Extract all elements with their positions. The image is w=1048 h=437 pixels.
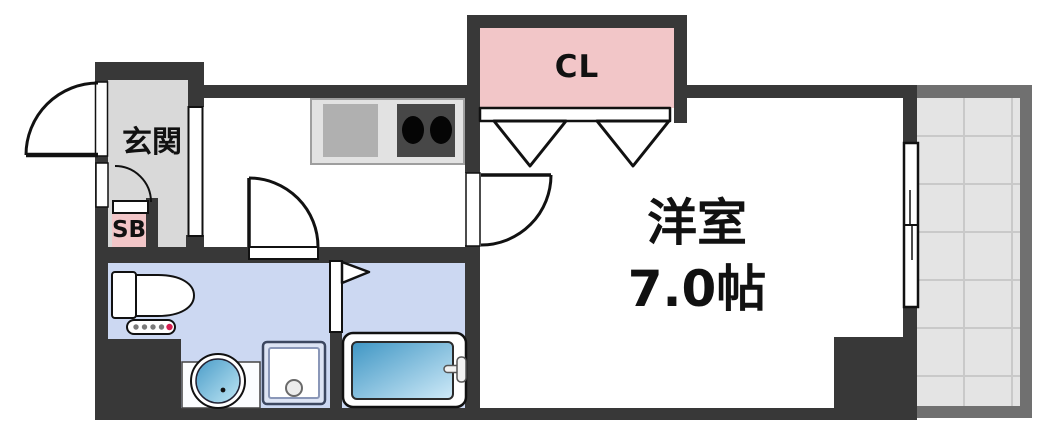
bathroom-floor bbox=[342, 258, 465, 408]
balcony-tiles bbox=[917, 98, 1020, 406]
wall-segment bbox=[903, 98, 917, 143]
wall-segment bbox=[95, 247, 480, 263]
wall-segment bbox=[903, 307, 917, 339]
room-name: 洋室 bbox=[646, 194, 747, 252]
balcony-wall-right bbox=[1020, 85, 1032, 418]
wall-segment bbox=[674, 15, 687, 123]
wall-segment bbox=[465, 85, 480, 173]
wall-segment bbox=[146, 198, 158, 247]
wall-segment bbox=[95, 339, 181, 420]
wall-segment bbox=[188, 85, 480, 98]
stove-burner-icon bbox=[430, 116, 452, 144]
stove-burner-icon bbox=[402, 116, 424, 144]
shoe-box-label: SB bbox=[111, 217, 147, 243]
closet-floor bbox=[480, 28, 674, 108]
wall-segment bbox=[95, 62, 204, 80]
room-size: 7.0帖 bbox=[627, 260, 767, 318]
balcony-wall-top bbox=[917, 85, 1032, 98]
shoe-box-floor bbox=[112, 214, 146, 247]
wall-segment bbox=[834, 337, 917, 420]
closet-label: CL bbox=[554, 49, 600, 85]
entrance-step bbox=[187, 106, 204, 237]
entrance-label: 玄関 bbox=[122, 125, 182, 160]
wall-segment bbox=[330, 332, 342, 408]
balcony-wall-bottom bbox=[917, 406, 1032, 418]
balcony-sliding-window bbox=[902, 141, 920, 309]
wall-segment bbox=[465, 245, 480, 420]
room-label: 洋室 7.0帖 bbox=[628, 190, 767, 322]
wall-segment bbox=[687, 85, 917, 98]
wall-segment bbox=[467, 15, 687, 28]
kitchen-sink bbox=[323, 104, 378, 157]
wall-segment bbox=[95, 408, 917, 420]
